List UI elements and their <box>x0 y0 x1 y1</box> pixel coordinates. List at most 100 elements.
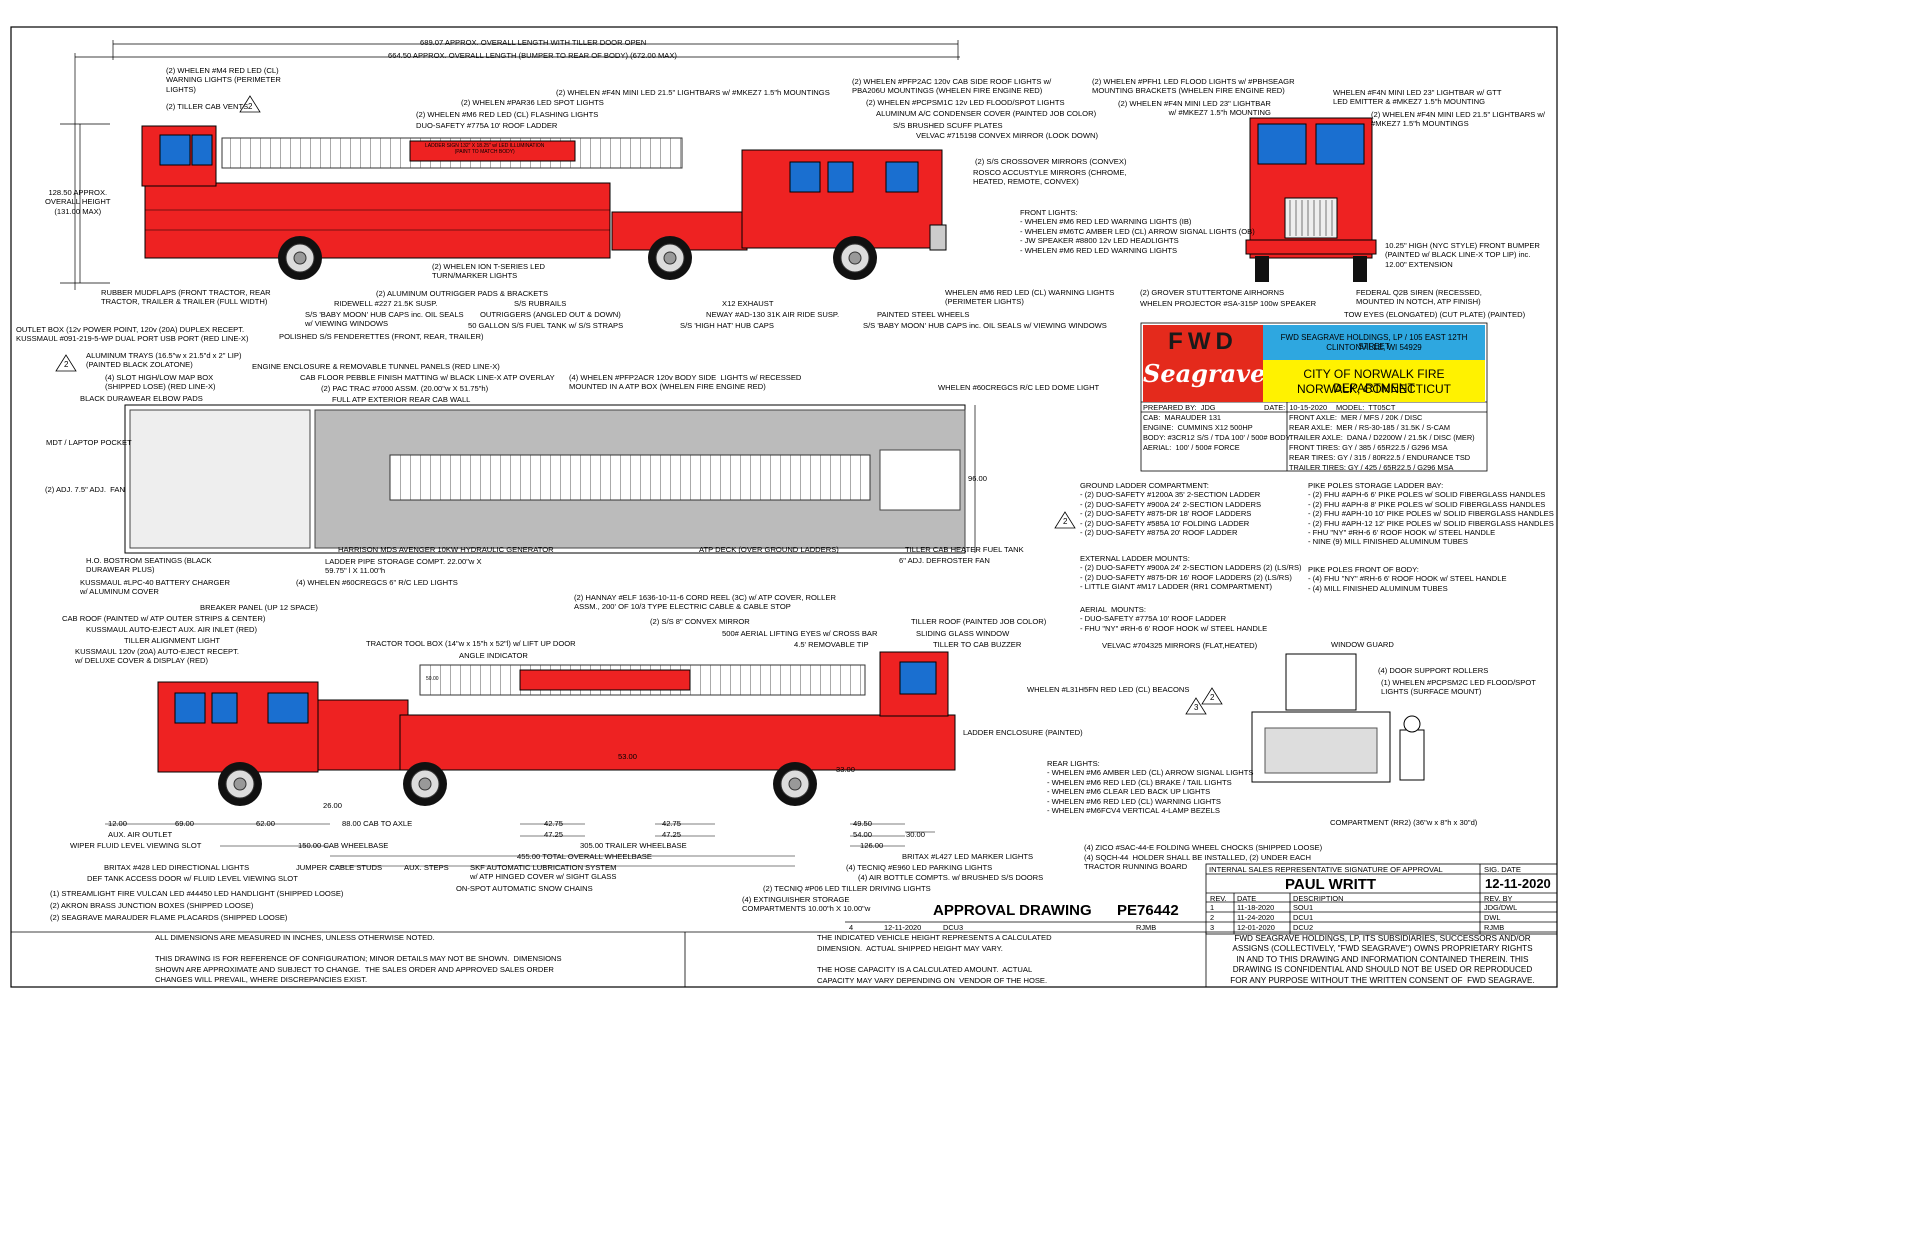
revision-triangles <box>55 95 1223 715</box>
dim: 54.00 <box>853 830 873 839</box>
ladder-sign-text: LADDER SIGN 132" X 18.25" w/ LED ILLUMIN… <box>425 143 545 155</box>
drawing-number: PE76442 <box>1117 902 1179 919</box>
rev-mark: 2 <box>1063 517 1068 526</box>
lower-label: AUX. AIR OUTLET <box>108 830 173 839</box>
top-label: (2) PAC TRAC #7000 ASSM. (20.00"w X 51.7… <box>321 384 489 393</box>
width-dimension: 96.00 <box>968 474 988 483</box>
lower-label: SLIDING GLASS WINDOW <box>916 629 1010 638</box>
lower-label: WHELEN #L31H5FN RED LED (CL) BEACONS <box>1027 685 1190 694</box>
dim: 30.00 <box>906 830 926 839</box>
ground-ladder-list: GROUND LADDER COMPARTMENT: - (2) DUO-SAF… <box>1080 481 1262 538</box>
drawing-sheet: 689.07 APPROX. OVERALL LENGTH WITH TILLE… <box>10 26 1558 988</box>
lower-label: ANGLE INDICATOR <box>459 651 528 660</box>
signer-name: PAUL WRITT <box>1285 876 1377 893</box>
top-label: HARRISON MDS AVENGER 10KW HYDRAULIC GENE… <box>338 545 554 554</box>
loose-item: (2) AKRON BRASS JUNCTION BOXES (SHIPPED … <box>50 901 254 910</box>
sig-date: 12-11-2020 <box>1485 876 1551 891</box>
customer-location: NORWALK, CONNECTICUT <box>1296 382 1451 396</box>
rev-cell: 11-24-2020 <box>1237 913 1275 922</box>
rev-mark: 2 <box>64 360 69 369</box>
note-proprietary: FWD SEAGRAVE HOLDINGS, LP, ITS SUBSIDIAR… <box>1230 934 1535 985</box>
top-label: ALUMINUM TRAYS (16.5"w x 21.5"d x 2" LIP… <box>86 351 242 370</box>
lower-label: SKF AUTOMATIC LUBRICATION SYSTEM w/ ATP … <box>470 863 617 882</box>
rev-cell: DWL <box>1484 913 1501 922</box>
rev-cell: JDG/DWL <box>1484 903 1518 912</box>
dim: 69.00 <box>175 819 195 828</box>
side-label: X12 EXHAUST <box>722 299 774 308</box>
brand-seagrave: Seagrave <box>1143 359 1266 388</box>
rev-mark: 2 <box>248 102 253 111</box>
aerial-mounts-list: AERIAL MOUNTS: - DUO-SAFETY #775A 10' RO… <box>1080 605 1268 633</box>
side-label: WHELEN #M6 RED LED (CL) WARNING LIGHTS (… <box>945 288 1115 307</box>
dim: 88.00 CAB TO AXLE <box>342 819 413 828</box>
side-label: (2) TILLER CAB VENTS <box>166 102 249 111</box>
side-label: 50 GALLON S/S FUEL TANK w/ S/S STRAPS <box>468 321 624 330</box>
side-label: (2) WHELEN #PFP2AC 120v CAB SIDE ROOF LI… <box>852 77 1052 96</box>
lower-dimension-lines <box>105 823 935 867</box>
note-dimensions: ALL DIMENSIONS ARE MEASURED IN INCHES, U… <box>155 933 435 942</box>
rev-cell: 1 <box>1210 903 1215 912</box>
top-label: (4) WHELEN #PFP2ACR 120v BODY SIDE LIGHT… <box>569 373 802 392</box>
rev-cell: DCU3 <box>943 923 964 932</box>
side-label: OUTRIGGERS (ANGLED OUT & DOWN) <box>480 310 621 319</box>
lower-label: AUX. STEPS <box>404 863 449 872</box>
lower-label: (2) S/S 8" CONVEX MIRROR <box>650 617 750 626</box>
note-reference: THIS DRAWING IS FOR REFERENCE OF CONFIGU… <box>155 954 562 984</box>
side-label: (2) S/S CROSSOVER MIRRORS (CONVEX) <box>975 157 1127 166</box>
lower-label: LADDER ENCLOSURE (PAINTED) <box>963 728 1083 737</box>
lower-label: BRITAX #428 LED DIRECTIONAL LIGHTS <box>104 863 250 872</box>
lower-label: 4.5' REMOVABLE TIP <box>794 640 869 649</box>
side-label: DUO-SAFETY #775A 10' ROOF LADDER <box>416 121 558 130</box>
top-label: ENGINE ENCLOSURE & REMOVABLE TUNNEL PANE… <box>252 362 500 371</box>
dim: 47.25 <box>544 830 564 839</box>
approval-title: APPROVAL DRAWING <box>933 902 1092 919</box>
front-label: WHELEN PROJECTOR #SA-315P 100w SPEAKER <box>1140 299 1317 308</box>
top-label: LADDER PIPE STORAGE COMPT. 22.00"w X 59.… <box>325 557 482 576</box>
fwd-seagrave-logo <box>1143 325 1263 402</box>
rev-cell: 2 <box>1210 913 1215 922</box>
lower-label: (4) SQCH-44 HOLDER SHALL BE INSTALLED, (… <box>1084 853 1312 872</box>
title-block-frames <box>11 322 1558 987</box>
rev-cell: 4 <box>849 923 854 932</box>
top-label: KUSSMAUL #LPC-40 BATTERY CHARGER w/ ALUM… <box>80 578 230 597</box>
rear-lights-list: REAR LIGHTS: - WHELEN #M6 AMBER LED (CL)… <box>1047 759 1254 816</box>
top-label: H.O. BOSTROM SEATINGS (BLACK DURAWEAR PL… <box>86 556 212 575</box>
lower-label: CAB ROOF (PAINTED w/ ATP OUTER STRIPS & … <box>62 614 266 623</box>
side-label: (2) WHELEN #PCPSM1C 12v LED FLOOD/SPOT L… <box>866 98 1065 107</box>
top-label: (4) WHELEN #60CREGCS 6" R/C LED LIGHTS <box>296 578 458 587</box>
lower-label: TILLER TO CAB BUZZER <box>933 640 1022 649</box>
front-label: (2) WHELEN #F4N MINI LED 23" LIGHTBAR w/… <box>1118 99 1271 118</box>
rev-header: DESCRIPTION <box>1293 894 1344 903</box>
lower-label: (4) TECNIQ #E960 LED PARKING LIGHTS <box>846 863 993 872</box>
note-height: THE INDICATED VEHICLE HEIGHT REPRESENTS … <box>817 933 1052 953</box>
top-label: TILLER CAB HEATER FUEL TANK <box>905 545 1024 554</box>
lower-label: (2) HANNAY #ELF 1636-10-11-6 CORD REEL (… <box>574 593 836 612</box>
top-label: MDT / LAPTOP POCKET <box>46 438 132 447</box>
front-label: FEDERAL Q2B SIREN (RECESSED, MOUNTED IN … <box>1356 288 1482 307</box>
top-label: CAB FLOOR PEBBLE FINISH MATTING w/ BLACK… <box>300 373 555 382</box>
rear-label: COMPARTMENT (RR2) (36"w x 8"h x 30"d) <box>1330 818 1478 827</box>
top-label: (4) SLOT HIGH/LOW MAP BOX (SHIPPED LOSE)… <box>105 373 216 392</box>
top-label: BLACK DURAWEAR ELBOW PADS <box>80 394 203 403</box>
front-label: 10.25" HIGH (NYC STYLE) FRONT BUMPER (PA… <box>1385 241 1540 269</box>
side-label: S/S 'BABY MOON' HUB CAPS inc. OIL SEALS … <box>863 321 1107 330</box>
lower-label: KUSSMAUL 120v (20A) AUTO-EJECT RECEPT. w… <box>75 647 240 666</box>
dim: 12.00 <box>108 819 128 828</box>
drawing-graphics <box>10 26 1558 988</box>
top-label: (2) ADJ. 7.5" ADJ. FAN <box>45 485 125 494</box>
company-address-2: CLINTONVILLE, WI 54929 <box>1326 343 1422 352</box>
spec-left: PREPARED BY: JDG CAB: MARAUDER 131 ENGIN… <box>1143 403 1291 452</box>
top-label: FULL ATP EXTERIOR REAR CAB WALL <box>332 395 471 404</box>
dim: 53.00 <box>618 752 638 761</box>
lower-label: TILLER ROOF (PAINTED JOB COLOR) <box>911 617 1047 626</box>
side-label: ALUMINUM A/C CONDENSER COVER (PAINTED JO… <box>876 109 1097 118</box>
dim: 62.00 <box>256 819 276 828</box>
rev-cell: SOU1 <box>1293 903 1314 912</box>
rev-cell: 12-11-2020 <box>884 923 922 932</box>
customer-box <box>1263 360 1485 402</box>
rev-header: REV. BY <box>1484 894 1513 903</box>
side-label: VELVAC #715198 CONVEX MIRROR (LOOK DOWN) <box>916 131 1099 140</box>
top-label: WHELEN #60CREGCS R/C LED DOME LIGHT <box>938 383 1100 392</box>
velvac-label: VELVAC #704325 MIRRORS (FLAT,HEATED) <box>1102 641 1258 650</box>
dim: 33.00 <box>836 765 856 774</box>
